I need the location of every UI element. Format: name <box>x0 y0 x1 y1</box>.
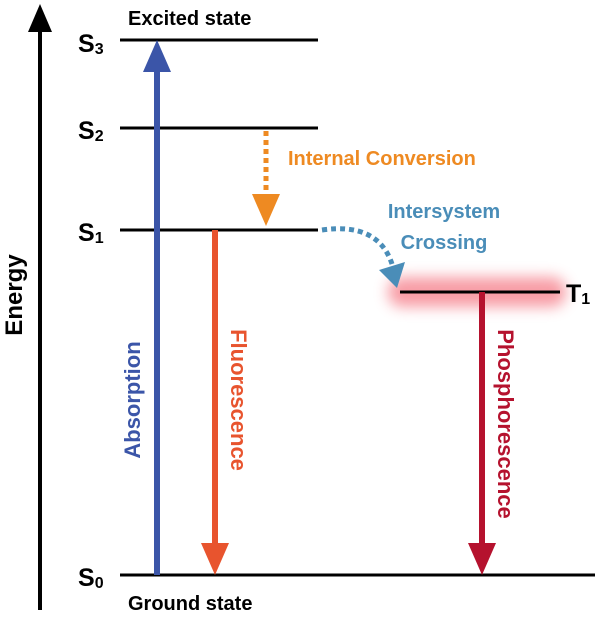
absorption-label: Absorption <box>120 341 145 458</box>
intersystem-crossing-arrowhead <box>379 262 405 288</box>
phosphorescence-label: Phosphorescence <box>493 329 518 519</box>
ground-state-label: Ground state <box>128 593 252 615</box>
intersystem-crossing-dotted-curve <box>321 226 395 265</box>
level-s2-label: S2 <box>78 117 104 145</box>
energy-axis-arrowhead <box>28 4 52 32</box>
excited-state-label: Excited state <box>128 8 251 30</box>
internal-conversion-label: Internal Conversion <box>288 148 476 170</box>
absorption-arrowhead <box>143 40 171 72</box>
fluorescence-arrowhead <box>201 543 229 575</box>
intersystem-crossing-label-line1: Intersystem <box>388 201 500 223</box>
phosphorescence-arrowhead <box>468 543 496 575</box>
internal-conversion-arrowhead <box>252 194 280 226</box>
level-t1-label: T1 <box>566 280 590 308</box>
level-s0-label: S0 <box>78 564 104 592</box>
energy-axis-label: Energy <box>1 254 28 336</box>
level-s1-label: S1 <box>78 219 104 247</box>
level-s3-label: S3 <box>78 30 104 58</box>
fluorescence-label: Fluorescence <box>226 329 251 471</box>
intersystem-crossing-label-line2: Crossing <box>401 232 488 254</box>
